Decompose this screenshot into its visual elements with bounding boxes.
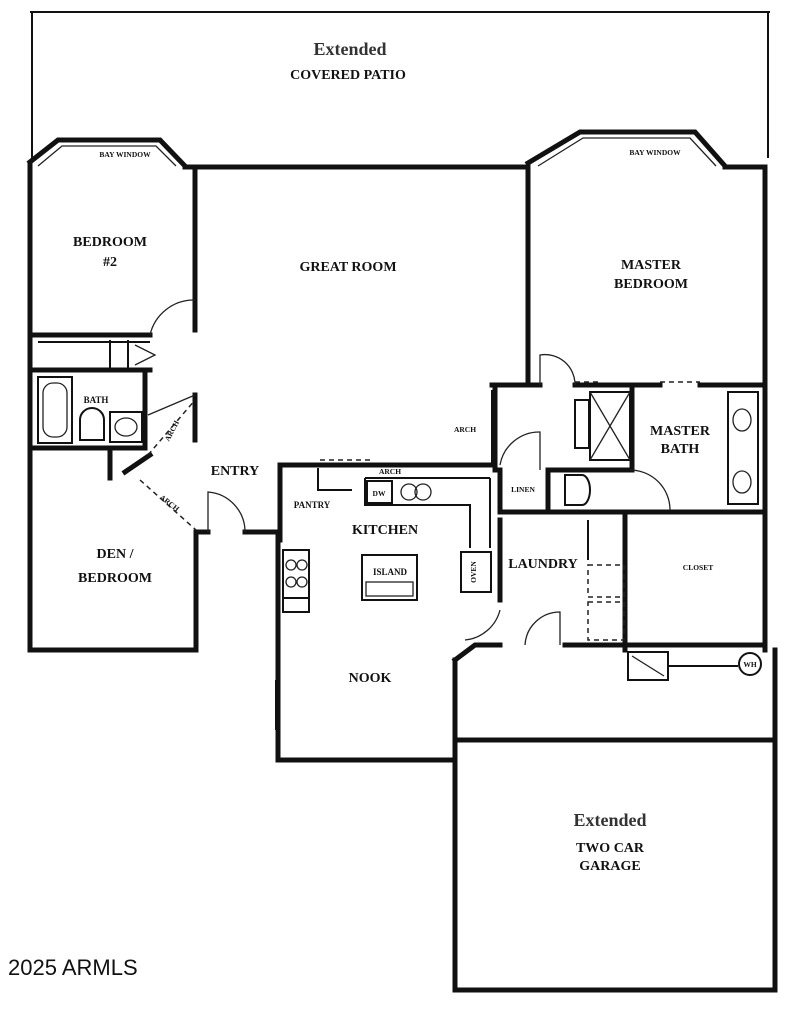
den-label-2: BEDROOM <box>78 571 152 586</box>
patio-extended-label: Extended <box>313 39 386 59</box>
den-label: DEN / <box>97 547 135 562</box>
dw-label: DW <box>373 489 386 498</box>
bay-window-right <box>524 129 729 170</box>
arch-entry-label: ARCH <box>158 493 181 514</box>
garage-fixtures <box>627 651 762 681</box>
laundry-fixtures <box>587 520 625 641</box>
kitchen-label: KITCHEN <box>352 523 418 538</box>
kitchen-fixtures <box>275 468 492 730</box>
closet-label: CLOSET <box>683 563 713 572</box>
patio-label: COVERED PATIO <box>290 68 406 83</box>
bath-label: BATH <box>84 395 109 405</box>
exterior-walls <box>27 162 778 993</box>
door-swings <box>147 299 671 646</box>
bath-fixtures <box>37 376 143 444</box>
water-heater-label: WH <box>743 660 757 669</box>
arch-kitchen-label: ARCH <box>379 467 401 476</box>
master-bath-label-2: BATH <box>661 442 700 457</box>
laundry-label: LAUNDRY <box>508 557 578 572</box>
bay-window-left-label: BAY WINDOW <box>99 150 151 159</box>
patio-outline <box>30 11 770 160</box>
master-bath-label: MASTER <box>650 424 711 439</box>
entry-label: ENTRY <box>211 464 260 479</box>
garage-label: TWO CAR <box>576 841 645 856</box>
master-bedroom-label-2: BEDROOM <box>614 277 688 292</box>
garage-extended-label: Extended <box>573 810 646 830</box>
hall-closet <box>38 340 157 368</box>
interior-walls <box>27 167 778 743</box>
arch-marks-left <box>139 399 197 531</box>
great-room-label: GREAT ROOM <box>299 260 396 275</box>
oven-label: OVEN <box>469 561 478 583</box>
bedroom2-label: BEDROOM <box>73 235 147 250</box>
bay-window-left <box>26 137 189 170</box>
bedroom2-number: #2 <box>103 255 117 270</box>
island-label: ISLAND <box>373 567 408 577</box>
master-bedroom-label: MASTER <box>621 258 682 273</box>
garage-label-2: GARAGE <box>579 859 640 874</box>
master-bath-fixtures <box>564 391 759 506</box>
bay-window-right-label: BAY WINDOW <box>629 148 681 157</box>
linen-label: LINEN <box>511 485 535 494</box>
copyright-text: 2025 ARMLS <box>8 955 138 980</box>
nook-label: NOOK <box>349 671 392 686</box>
arch-great-label: ARCH <box>454 425 476 434</box>
great-room-details <box>320 381 700 465</box>
arch-left-label: ARCH <box>163 419 181 443</box>
pantry-label: PANTRY <box>294 500 331 510</box>
